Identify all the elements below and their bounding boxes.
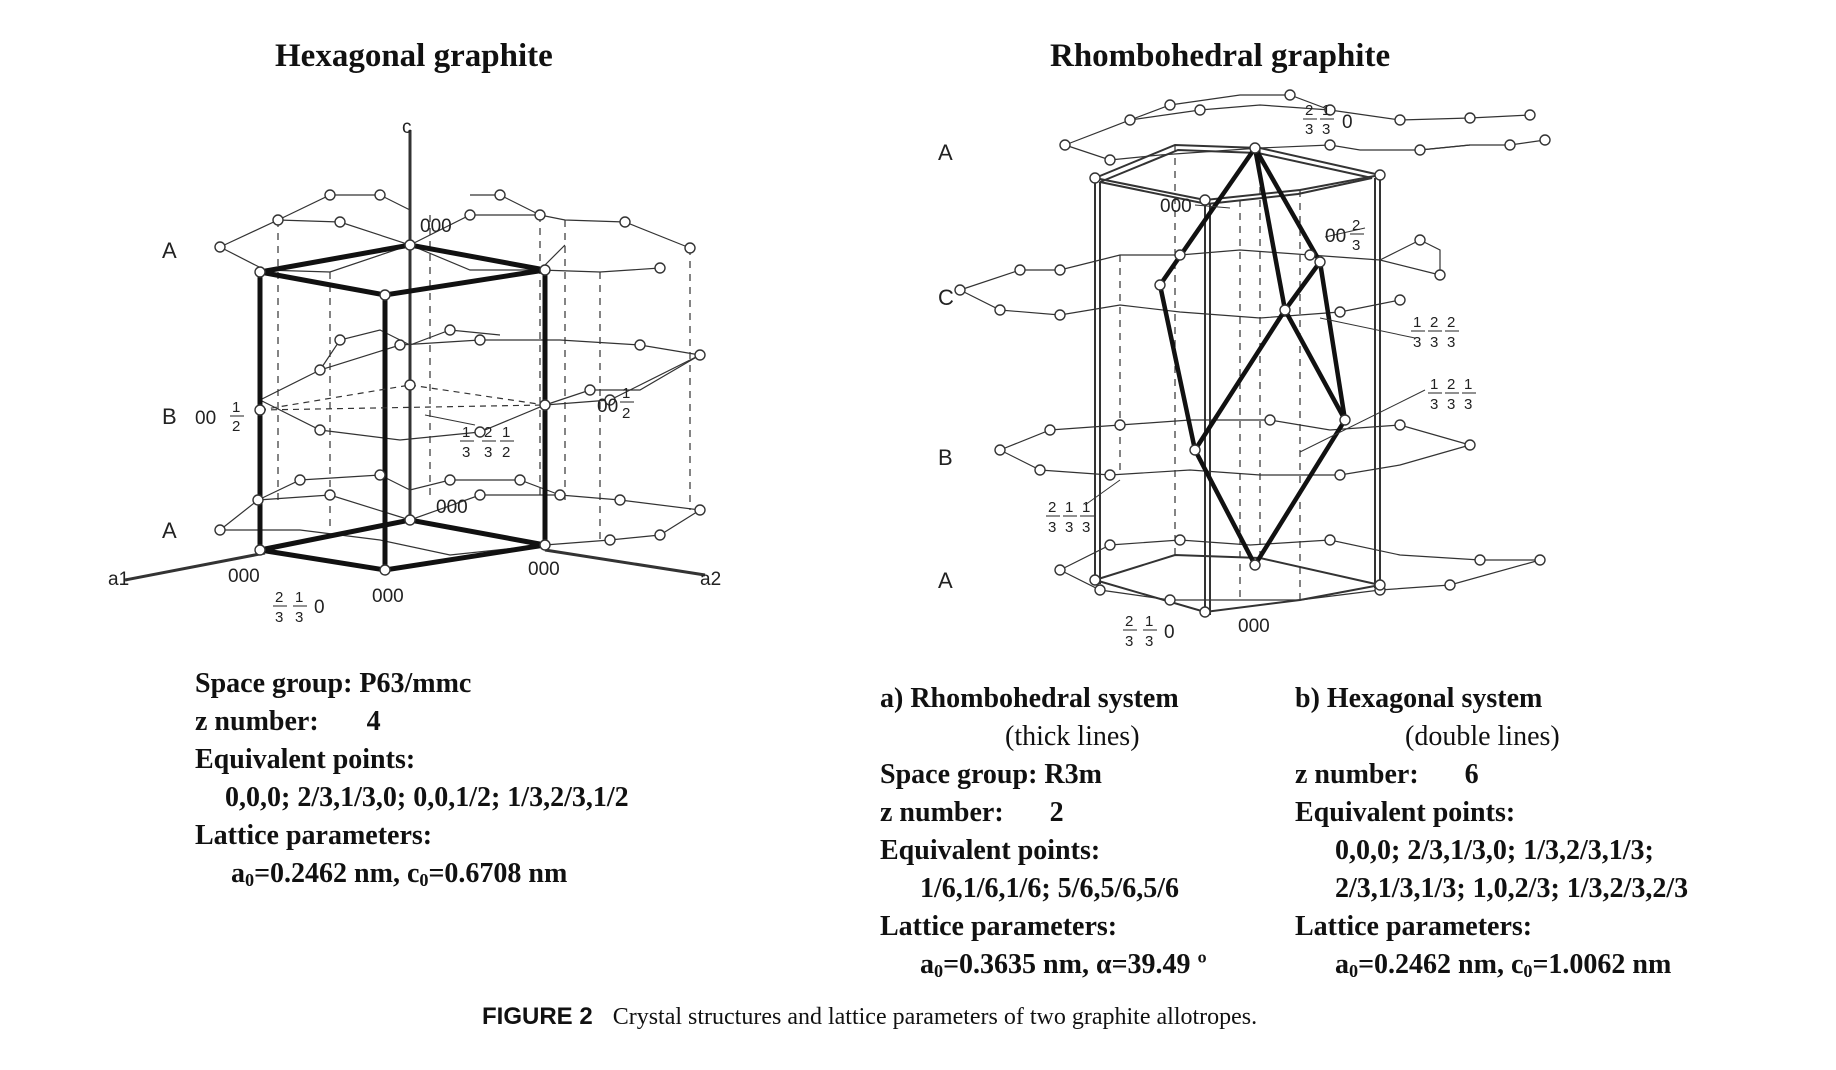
rhombohedral-system-a: a) Rhombohedral system (thick lines) Spa… [880, 683, 1207, 981]
r-layer-label-a-top: A [938, 140, 953, 165]
rhombohedral-atoms [954, 89, 1551, 618]
svg-text:3: 3 [1430, 334, 1438, 351]
layer-a-top [219, 194, 691, 273]
frac-half-den: 2 [232, 418, 240, 435]
label-top-000: 000 [420, 216, 452, 237]
frac-1-3-2-3-1-2: 1 3 2 3 1 2 [460, 424, 514, 461]
a2-axis-label: a2 [700, 569, 721, 590]
hexagonal-title: Hexagonal graphite [275, 38, 553, 74]
a2-axis [544, 548, 706, 577]
svg-text:0: 0 [1342, 112, 1353, 133]
frac-right-half-num: 1 [622, 385, 630, 402]
layer-a-top-r [1064, 94, 1546, 161]
svg-text:3: 3 [1430, 396, 1438, 413]
svg-text:1: 1 [502, 424, 510, 441]
hexagonal-unit-cell [257, 242, 548, 573]
rhombohedral-title: Rhombohedral graphite [1050, 38, 1391, 74]
svg-text:1: 1 [1145, 613, 1153, 630]
svg-text:3: 3 [1065, 519, 1073, 536]
layer-c [959, 239, 1441, 319]
layer-a-bottom-r [1059, 539, 1541, 601]
svg-text:1: 1 [295, 589, 303, 606]
caption-text: Crystal structures and lattice parameter… [612, 1004, 1258, 1030]
r-frac-top-2-3-1-3-0: 2 3 1 3 0 [1303, 102, 1353, 138]
hexagonal-spec: Space group: P63/mmc z number:4 Equivale… [195, 668, 629, 890]
label-bottom-mid-000: 000 [372, 586, 404, 607]
svg-text:3: 3 [1305, 121, 1313, 138]
r-frac-bottom-2-3-1-3-0: 2 3 1 3 0 [1123, 613, 1175, 650]
r-label-top-000: 000 [1160, 196, 1192, 217]
svg-text:3: 3 [275, 609, 283, 626]
frac-2-3-1-3-0: 2 3 1 3 0 [273, 589, 325, 626]
r-layer-label-b: B [938, 445, 953, 470]
label-b-00: 00 [195, 408, 216, 429]
svg-text:3: 3 [462, 444, 470, 461]
a1-axis [124, 551, 266, 582]
svg-text:3: 3 [1145, 633, 1153, 650]
dashed-verticals [277, 215, 691, 540]
svg-text:3: 3 [1125, 633, 1133, 650]
layer-b-middle [259, 329, 701, 441]
frac-half-num: 1 [232, 399, 240, 416]
svg-text:3: 3 [1048, 519, 1056, 536]
a1-axis-label: a1 [108, 569, 129, 590]
hexagonal-structure [124, 130, 706, 582]
svg-text:2: 2 [1447, 376, 1455, 393]
svg-text:2: 2 [1048, 499, 1056, 516]
svg-text:2: 2 [275, 589, 283, 606]
r-label-bottom-000: 000 [1238, 616, 1270, 637]
label-bottom-right-000: 000 [528, 559, 560, 580]
svg-text:3: 3 [1447, 396, 1455, 413]
svg-text:2: 2 [1305, 102, 1313, 119]
r-frac-1-3-2-3-1-3: 1 3 2 3 1 3 [1428, 376, 1476, 413]
r-frac-2-3-1-3-1-3: 2 3 1 3 1 3 [1046, 499, 1094, 536]
layer-label-a-top: A [162, 238, 177, 263]
svg-text:3: 3 [1352, 237, 1360, 254]
figure-number: FIGURE 2 [482, 1003, 593, 1030]
svg-text:3: 3 [1464, 396, 1472, 413]
svg-text:2: 2 [1447, 314, 1455, 331]
svg-text:1: 1 [1082, 499, 1090, 516]
svg-text:3: 3 [295, 609, 303, 626]
svg-text:0: 0 [314, 597, 325, 618]
svg-text:1: 1 [1464, 376, 1472, 393]
layer-label-a-bottom: A [162, 518, 177, 543]
svg-text:1: 1 [1413, 314, 1421, 331]
label-right-00: 00 [597, 396, 618, 417]
svg-text:1: 1 [1065, 499, 1073, 516]
svg-text:3: 3 [1082, 519, 1090, 536]
svg-text:3: 3 [1413, 334, 1421, 351]
label-mid-000: 000 [436, 497, 468, 518]
svg-text:3: 3 [484, 444, 492, 461]
layer-label-b: B [162, 404, 177, 429]
svg-text:0: 0 [1164, 622, 1175, 643]
svg-text:1: 1 [1430, 376, 1438, 393]
svg-text:2: 2 [484, 424, 492, 441]
figure-caption: FIGURE 2 Crystal structures and lattice p… [482, 1003, 1257, 1031]
r-layer-label-a-bottom: A [938, 568, 953, 593]
rhombohedral-unit-cell [1157, 146, 1348, 567]
r-frac-1-3-2-3-2-3: 1 3 2 3 2 3 [1411, 314, 1459, 351]
r-frac-00-2-3: 00 2 3 [1325, 217, 1364, 254]
svg-text:1: 1 [1322, 102, 1330, 119]
c-axis-label: c [402, 117, 412, 138]
svg-text:1: 1 [462, 424, 470, 441]
svg-text:00: 00 [1325, 226, 1346, 247]
svg-text:2: 2 [502, 444, 510, 461]
label-bottom-left-000: 000 [228, 566, 260, 587]
layer-b-r [999, 419, 1471, 476]
rhombohedral-structure [954, 89, 1551, 618]
svg-text:3: 3 [1447, 334, 1455, 351]
svg-text:3: 3 [1322, 121, 1330, 138]
svg-text:2: 2 [1125, 613, 1133, 630]
svg-text:2: 2 [1352, 217, 1360, 234]
hexagonal-atoms [214, 189, 706, 576]
r-layer-label-c: C [938, 285, 954, 310]
svg-text:2: 2 [1430, 314, 1438, 331]
rhombohedral-system-b: b) Hexagonal system (double lines) z num… [1295, 683, 1689, 981]
frac-right-half-den: 2 [622, 405, 630, 422]
